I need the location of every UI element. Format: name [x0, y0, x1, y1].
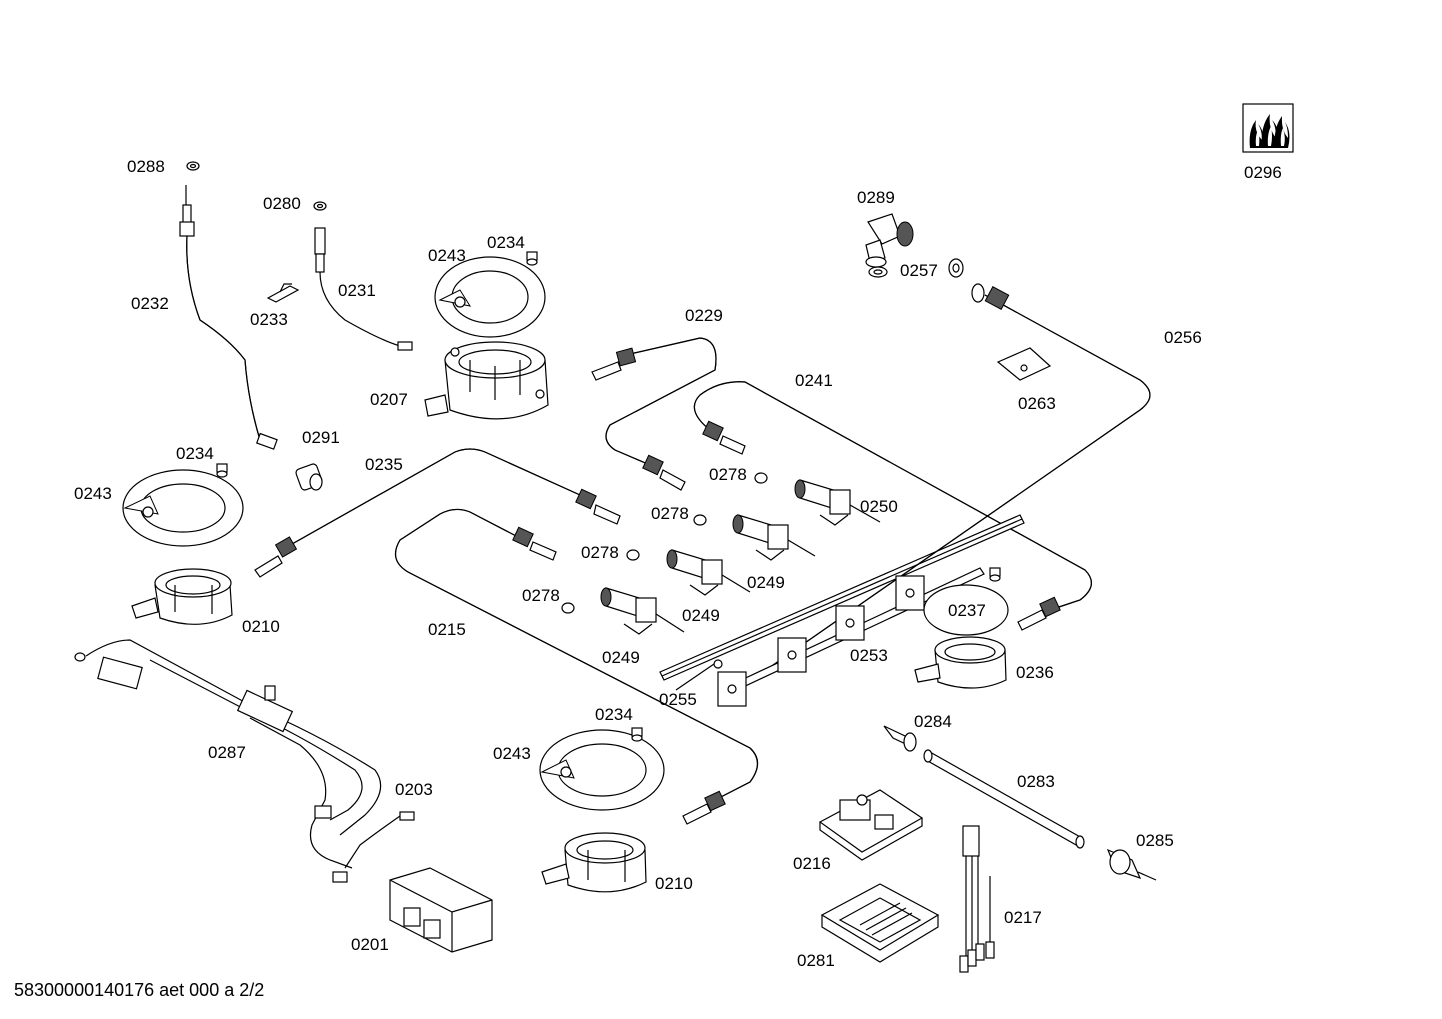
label-0250: 0250: [860, 497, 898, 516]
label-0243-left: 0243: [74, 484, 112, 503]
burner-ring-0243-left: [122, 463, 244, 547]
label-0243-top: 0243: [428, 246, 466, 265]
ignition-electrode-0231: [313, 201, 413, 351]
label-0210-left: 0210: [242, 617, 280, 636]
connector-0284: [883, 725, 917, 752]
label-0236: 0236: [1016, 663, 1054, 682]
label-0234-bottom: 0234: [595, 705, 633, 724]
ignition-unit-0201: [389, 867, 493, 953]
label-0257: 0257: [900, 261, 938, 280]
label-0237: 0237: [948, 601, 986, 620]
gas-flame-logo-icon: [1242, 103, 1294, 153]
gas-tap-0249-c: [600, 587, 685, 635]
label-0229: 0229: [685, 306, 723, 325]
cable-set-0217: [959, 825, 995, 973]
label-0234-left: 0234: [176, 444, 214, 463]
label-0278-d: 0278: [522, 586, 560, 605]
washer-0257: [948, 258, 964, 278]
rod-0283: [923, 749, 1085, 849]
label-0253: 0253: [850, 646, 888, 665]
label-0256: 0256: [1164, 328, 1202, 347]
burner-ring-0243-top: [434, 251, 546, 338]
circuit-board-0216: [818, 789, 924, 861]
label-0201: 0201: [351, 935, 389, 954]
gas-tap-0249-b: [666, 549, 751, 596]
bracket-0263: [996, 347, 1052, 381]
part-labels: 0288 0280 0232 0233 0231 0243 0234 0207 …: [74, 157, 1282, 970]
label-0249-c: 0249: [602, 648, 640, 667]
label-0207: 0207: [370, 390, 408, 409]
wiring-harness-0287: [74, 639, 415, 883]
label-0203: 0203: [395, 780, 433, 799]
label-0232: 0232: [131, 294, 169, 313]
label-0215: 0215: [428, 620, 466, 639]
burner-ring-0237: [923, 567, 1009, 636]
label-0210-bottom: 0210: [655, 874, 693, 893]
cover-0281: [820, 883, 940, 963]
label-0285: 0285: [1136, 831, 1174, 850]
label-0283: 0283: [1017, 772, 1055, 791]
label-0263: 0263: [1018, 394, 1056, 413]
gas-tap-0249-a: [732, 514, 816, 561]
label-0249-b: 0249: [682, 606, 720, 625]
gas-pipe-0215: [394, 508, 759, 825]
label-0243-bottom: 0243: [493, 744, 531, 763]
label-0278-c: 0278: [581, 543, 619, 562]
label-0296: 0296: [1244, 163, 1282, 182]
label-0287: 0287: [208, 743, 246, 762]
nut-0278: [561, 472, 768, 614]
switch-bar-0253: [717, 567, 985, 707]
label-0241: 0241: [795, 371, 833, 390]
burner-housing-0207: [424, 341, 549, 420]
gas-pipe-0229: [591, 337, 717, 491]
gas-tap-0250: [794, 479, 881, 526]
label-0249-a: 0249: [747, 573, 785, 592]
label-0288: 0288: [127, 157, 165, 176]
gas-rail-0255: [659, 514, 1025, 681]
label-0278-a: 0278: [709, 465, 747, 484]
elbow-connector-0289: [865, 213, 914, 278]
clip-0233: [266, 283, 300, 303]
burner-housing-0210-left: [131, 568, 233, 625]
gas-pipe-0256: [729, 283, 1151, 696]
label-0217: 0217: [1004, 908, 1042, 927]
label-0281: 0281: [797, 951, 835, 970]
valve-0285: [1106, 848, 1157, 881]
document-reference: 58300000140176 aet 000 a 2/2: [14, 980, 265, 1000]
label-0216: 0216: [793, 854, 831, 873]
label-0289: 0289: [857, 188, 895, 207]
label-0284: 0284: [914, 712, 952, 731]
burner-housing-0210-bottom: [541, 832, 647, 893]
nut-0291: [295, 463, 323, 491]
label-0280: 0280: [263, 194, 301, 213]
thermocouple-0232: [179, 161, 278, 450]
label-0235: 0235: [365, 455, 403, 474]
gas-pipe-0241: [693, 381, 1092, 631]
label-0255: 0255: [659, 690, 697, 709]
burner-ring-0243-bottom: [539, 727, 665, 811]
label-0231: 0231: [338, 281, 376, 300]
label-0291: 0291: [302, 428, 340, 447]
label-0233: 0233: [250, 310, 288, 329]
label-0278-b: 0278: [651, 504, 689, 523]
label-0234-top: 0234: [487, 233, 525, 252]
burner-housing-0236: [914, 636, 1007, 689]
gas-pipe-0235: [254, 448, 621, 578]
